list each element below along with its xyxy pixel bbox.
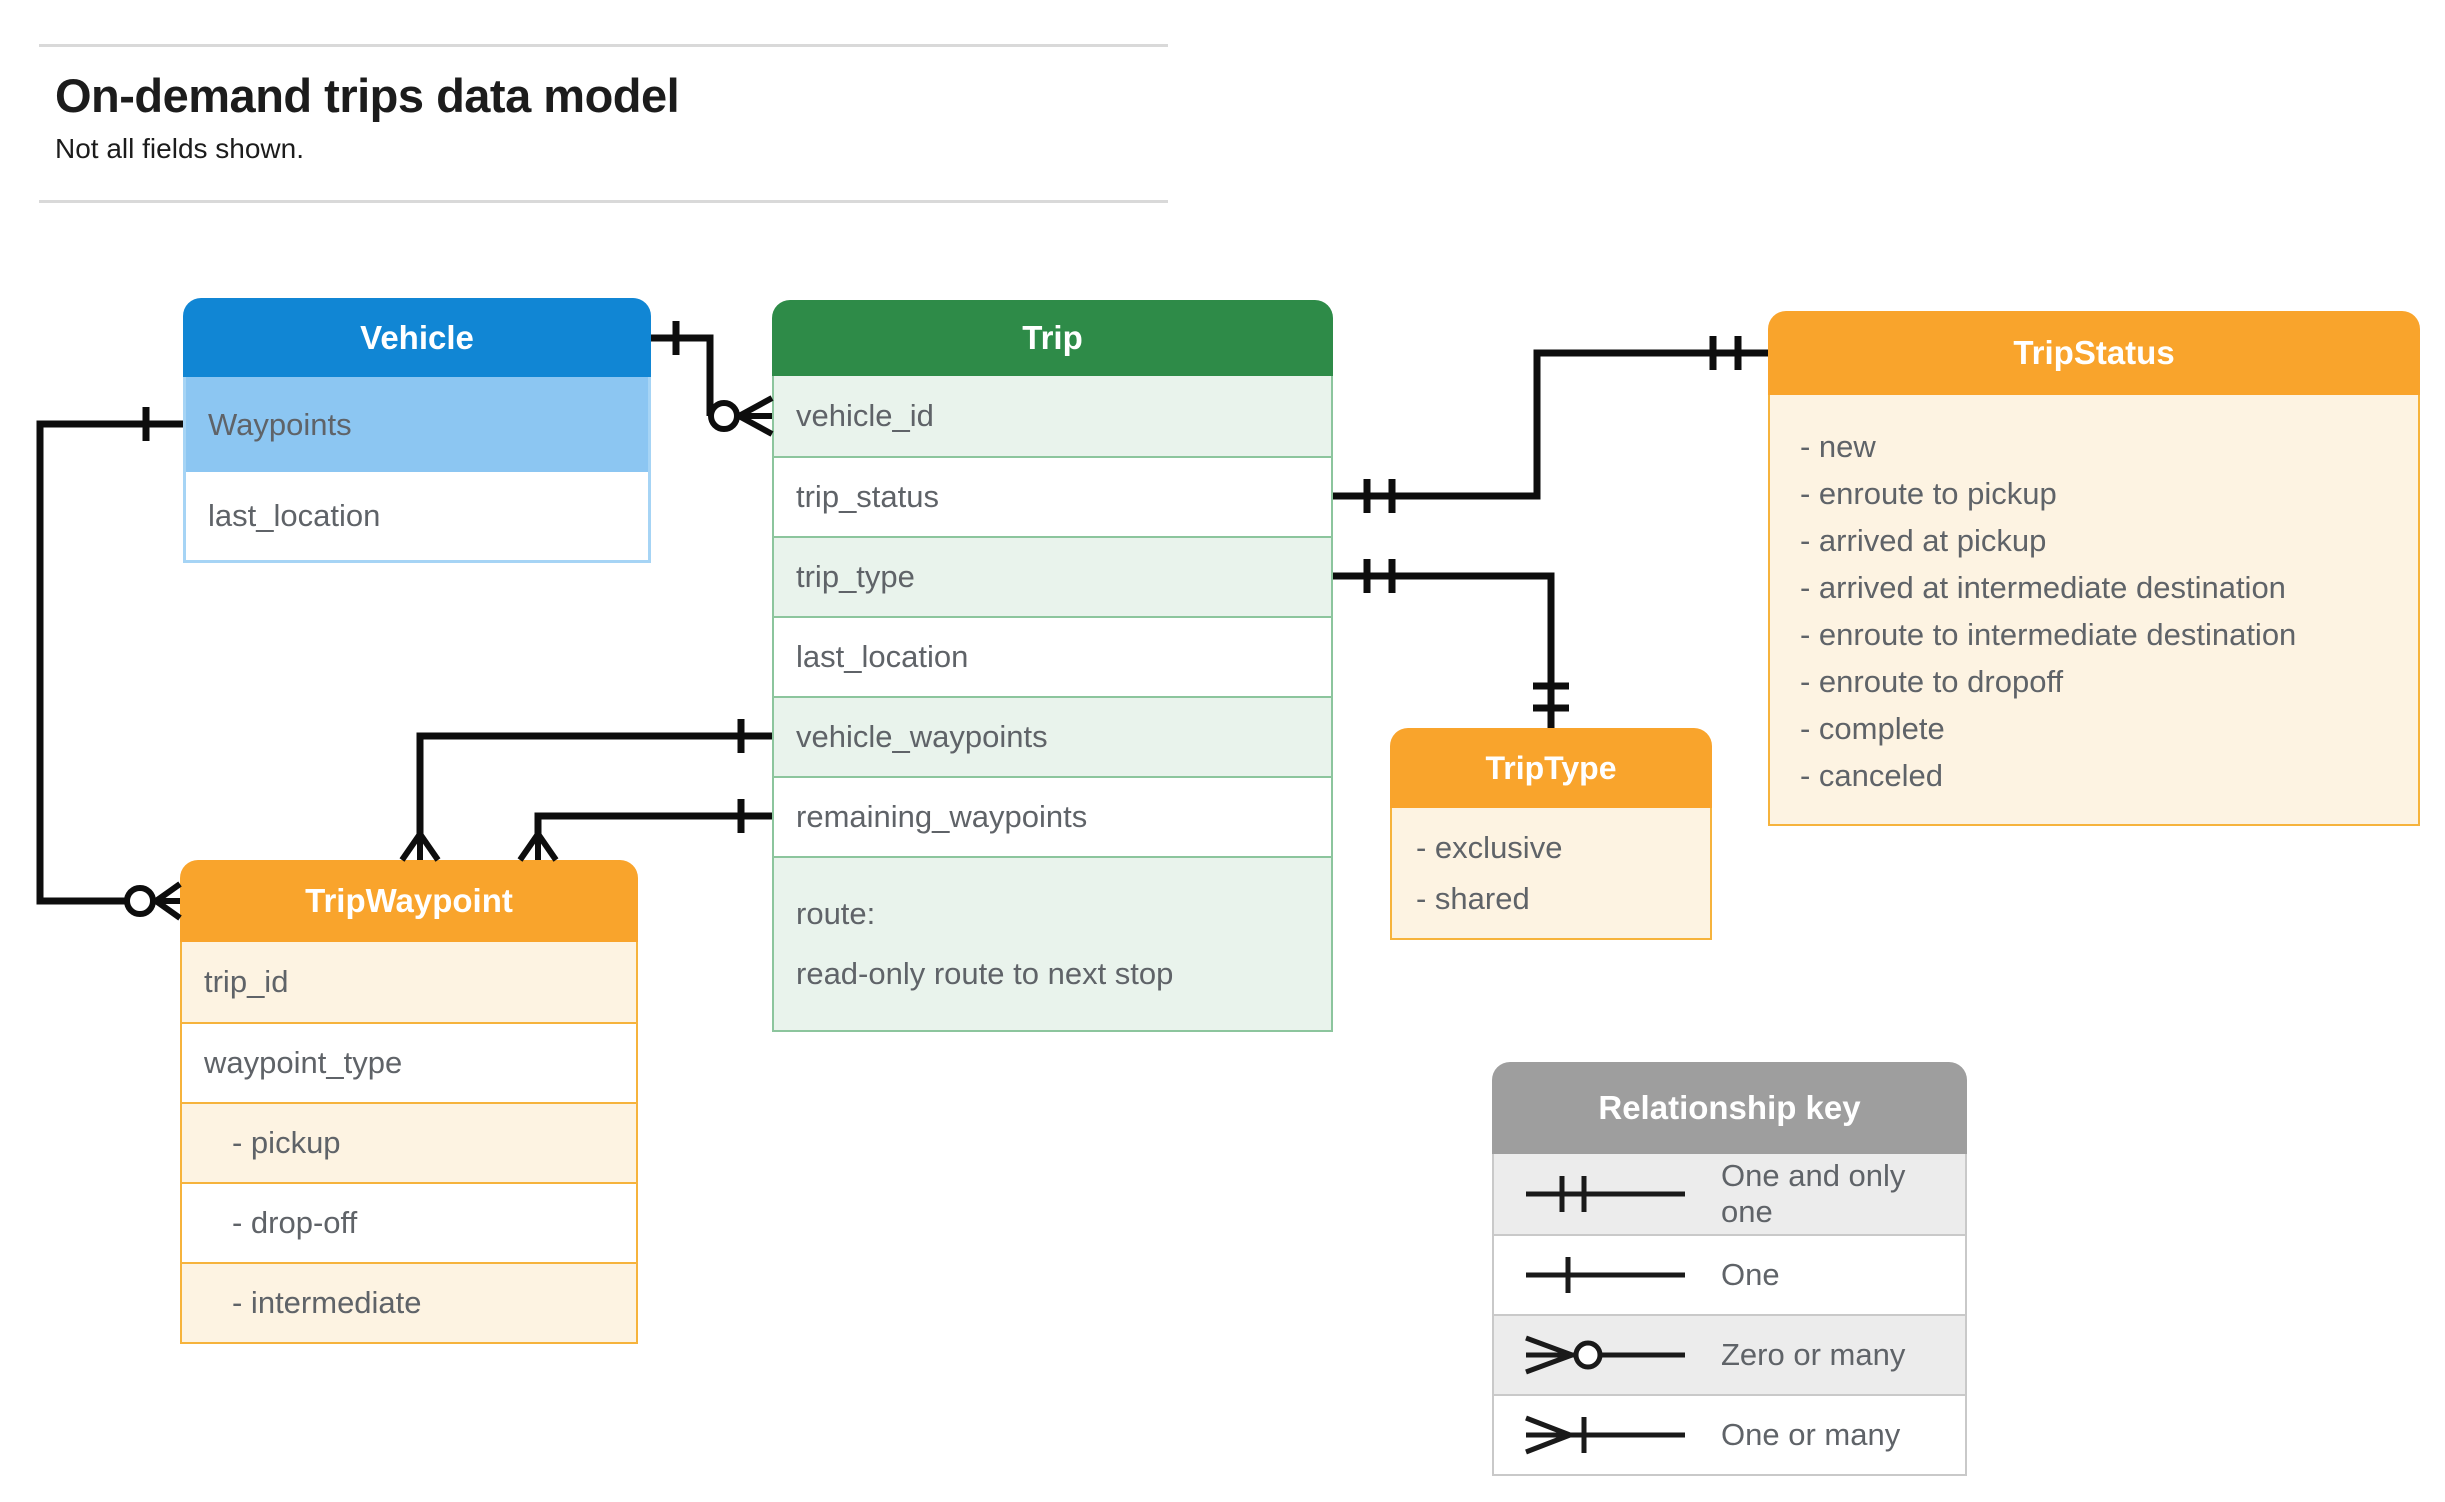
trip-field-vehicle-waypoints: vehicle_waypoints [774,696,1331,776]
legend-row-one: One [1494,1234,1965,1314]
trip-type-value: - shared [1416,881,1530,916]
legend-row-zero-or-many: Zero or many [1494,1314,1965,1394]
one-and-only-one-icon [1526,1176,1685,1212]
one-or-many-icon [1525,1415,1685,1455]
trip-status-value: - enroute to intermediate destination [1800,617,2297,652]
trip-type-value: - exclusive [1416,830,1563,865]
entity-vehicle: Vehicle Waypoints last_location [183,298,651,563]
trip-status-value: - canceled [1800,758,1944,793]
trip-waypoint-field-trip-id: trip_id [182,942,636,1022]
trip-route-line2: read-only route to next stop [796,956,1174,991]
legend-label: One or many [1721,1417,1901,1452]
connector-trip-status-to-trip-status [1333,336,1768,513]
entity-trip-waypoint: TripWaypoint trip_id waypoint_type - pic… [180,860,638,1344]
page-subtitle: Not all fields shown. [55,133,305,164]
entity-trip: Trip vehicle_id trip_status trip_type la… [772,300,1333,1032]
trip-waypoint-value-intermediate: - intermediate [182,1262,636,1342]
trip-field-trip-status: trip_status [774,456,1331,536]
trip-status-value: - arrived at pickup [1800,523,2047,558]
connector-vehicle-waypoints-to-trip-waypoint [36,407,183,921]
page-title: On-demand trips data model [55,69,680,122]
vehicle-field-waypoints: Waypoints [186,377,648,472]
entity-trip-status-title: TripStatus [1768,311,2420,395]
one-icon [1526,1257,1685,1293]
connector-vehicle-to-trip [651,321,774,437]
legend-label: Zero or many [1721,1337,1906,1372]
legend-label: One and only one [1721,1158,1906,1229]
entity-vehicle-title: Vehicle [183,298,651,377]
connector-trip-type-to-trip-type [1333,559,1569,728]
trip-status-value: - enroute to pickup [1800,476,2057,511]
entity-trip-title: Trip [772,300,1333,376]
trip-waypoint-value-pickup: - pickup [182,1102,636,1182]
legend-label: One [1721,1257,1780,1292]
trip-field-trip-type: trip_type [774,536,1331,616]
trip-waypoint-value-drop-off: - drop-off [182,1182,636,1262]
legend-row-one-and-only-one: One and only one [1494,1154,1965,1234]
connector-vehicle-waypoints-field-to-trip-waypoint [399,719,772,862]
connector-remaining-waypoints-field-to-trip-waypoint [517,799,772,862]
entity-trip-waypoint-title: TripWaypoint [180,860,638,942]
trip-status-value: - complete [1800,711,1945,746]
trip-status-value: - arrived at intermediate destination [1800,570,2286,605]
trip-route-line1: route: [796,896,876,931]
entity-trip-type: TripType - exclusive - shared [1390,728,1712,940]
vehicle-field-last-location: last_location [186,472,648,560]
entity-trip-type-title: TripType [1390,728,1712,808]
bottom-divider [39,200,1168,203]
relationship-key: Relationship key One and only one One Ze… [1492,1062,1967,1476]
trip-waypoint-field-waypoint-type: waypoint_type [182,1022,636,1102]
trip-status-value: - new [1800,429,1876,464]
legend-row-one-or-many: One or many [1494,1394,1965,1474]
trip-field-last-location: last_location [774,616,1331,696]
relationship-key-title: Relationship key [1492,1062,1967,1154]
zero-or-many-icon [1525,1335,1685,1375]
trip-field-route: route: read-only route to next stop [774,856,1331,1030]
trip-status-value: - enroute to dropoff [1800,664,2064,699]
trip-field-vehicle-id: vehicle_id [774,376,1331,456]
top-divider [39,44,1168,47]
entity-trip-status: TripStatus - new - enroute to pickup - a… [1768,311,2420,826]
trip-field-remaining-waypoints: remaining_waypoints [774,776,1331,856]
